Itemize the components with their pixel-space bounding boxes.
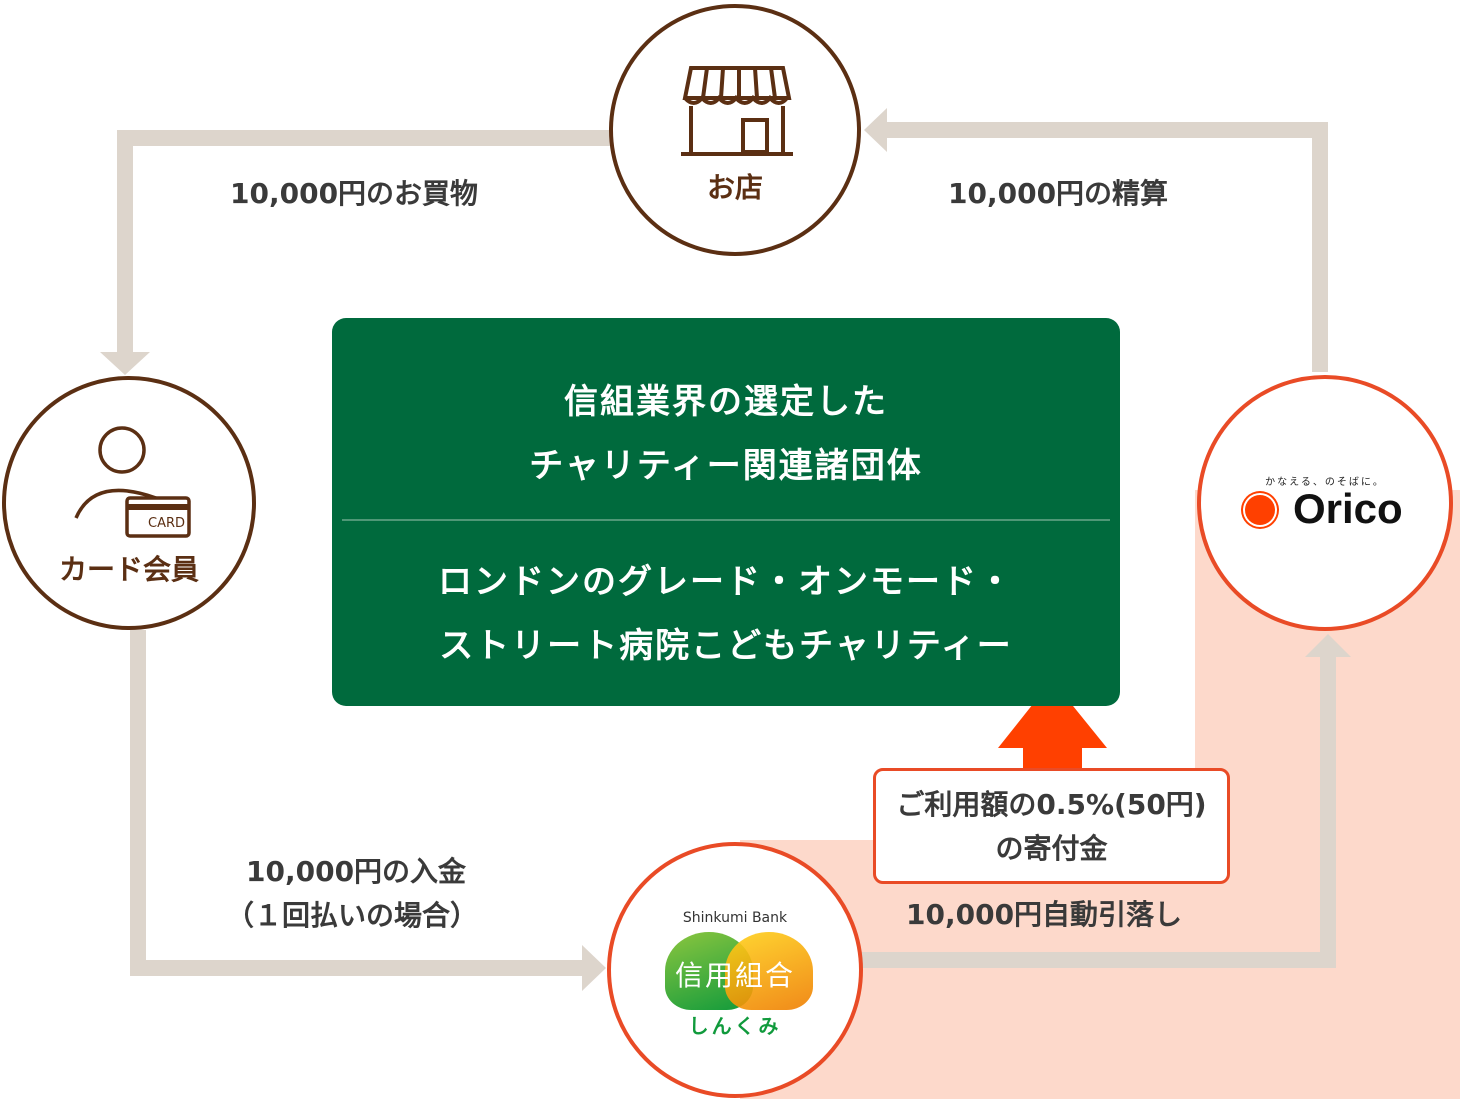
charity-divider: [342, 519, 1110, 521]
orico-tagline: かなえる、のそばに。: [1265, 477, 1385, 488]
peach-background: [740, 490, 1460, 1099]
charity-name-1: ロンドンのグレード・オンモード・: [438, 562, 1014, 602]
donation-arrow: [998, 680, 1107, 770]
arrow-member-to-shinkumi: [130, 630, 585, 976]
arrow-shinkumi-to-orico: [860, 655, 1336, 968]
charity-name-2: ストリート病院こどもチャリティー: [439, 626, 1013, 666]
card-text: CARD: [148, 516, 186, 531]
charity-title-1: 信組業界の選定した: [564, 382, 888, 422]
arrowhead-orico: [1305, 634, 1351, 657]
shinkumi-logo-orange: [725, 932, 813, 1010]
donation-line-1: ご利用額の0.5%(50円): [896, 788, 1207, 821]
settlement-label: 10,000円の精算: [948, 177, 1169, 210]
deposit-label-1: 10,000円の入金: [246, 855, 467, 888]
charity-title-2: チャリティー関連諸団体: [529, 446, 923, 486]
card-member-label: カード会員: [58, 553, 199, 586]
arrowhead-shinkumi: [582, 945, 606, 991]
shinkumi-english: Shinkumi Bank: [682, 910, 788, 926]
shinkumi-kanji: 信用組合: [674, 959, 795, 992]
donation-line-2: の寄付金: [995, 832, 1108, 865]
card-member-node: CARD カード会員: [2, 376, 256, 630]
shinkumi-node: Shinkumi Bank 信用組合 しんくみ: [607, 842, 863, 1098]
donation-callout: ご利用額の0.5%(50円) の寄付金: [873, 768, 1230, 884]
purchase-label: 10,000円のお買物: [230, 177, 479, 210]
arrowhead-shop: [864, 108, 887, 152]
arrow-orico-to-shop: [885, 122, 1328, 372]
shinkumi-kana: しんくみ: [688, 1014, 782, 1038]
arrowhead-member: [100, 352, 150, 375]
charity-box: 信組業界の選定した チャリティー関連諸団体 ロンドンのグレード・オンモード・ ス…: [332, 318, 1120, 706]
shop-node: お店: [609, 4, 861, 256]
deposit-label-2: （１回払いの場合）: [226, 899, 479, 932]
orico-logo-mark: [1245, 495, 1275, 525]
orico-logo-text: Orico: [1293, 485, 1403, 532]
arrow-shop-to-member: [117, 130, 612, 355]
debit-label: 10,000円自動引落し: [906, 898, 1183, 931]
store-icon: [681, 66, 793, 156]
shop-label: お店: [706, 171, 763, 204]
card-member-icon: [74, 426, 191, 538]
orico-node: かなえる、のそばに。 Orico: [1197, 375, 1453, 631]
